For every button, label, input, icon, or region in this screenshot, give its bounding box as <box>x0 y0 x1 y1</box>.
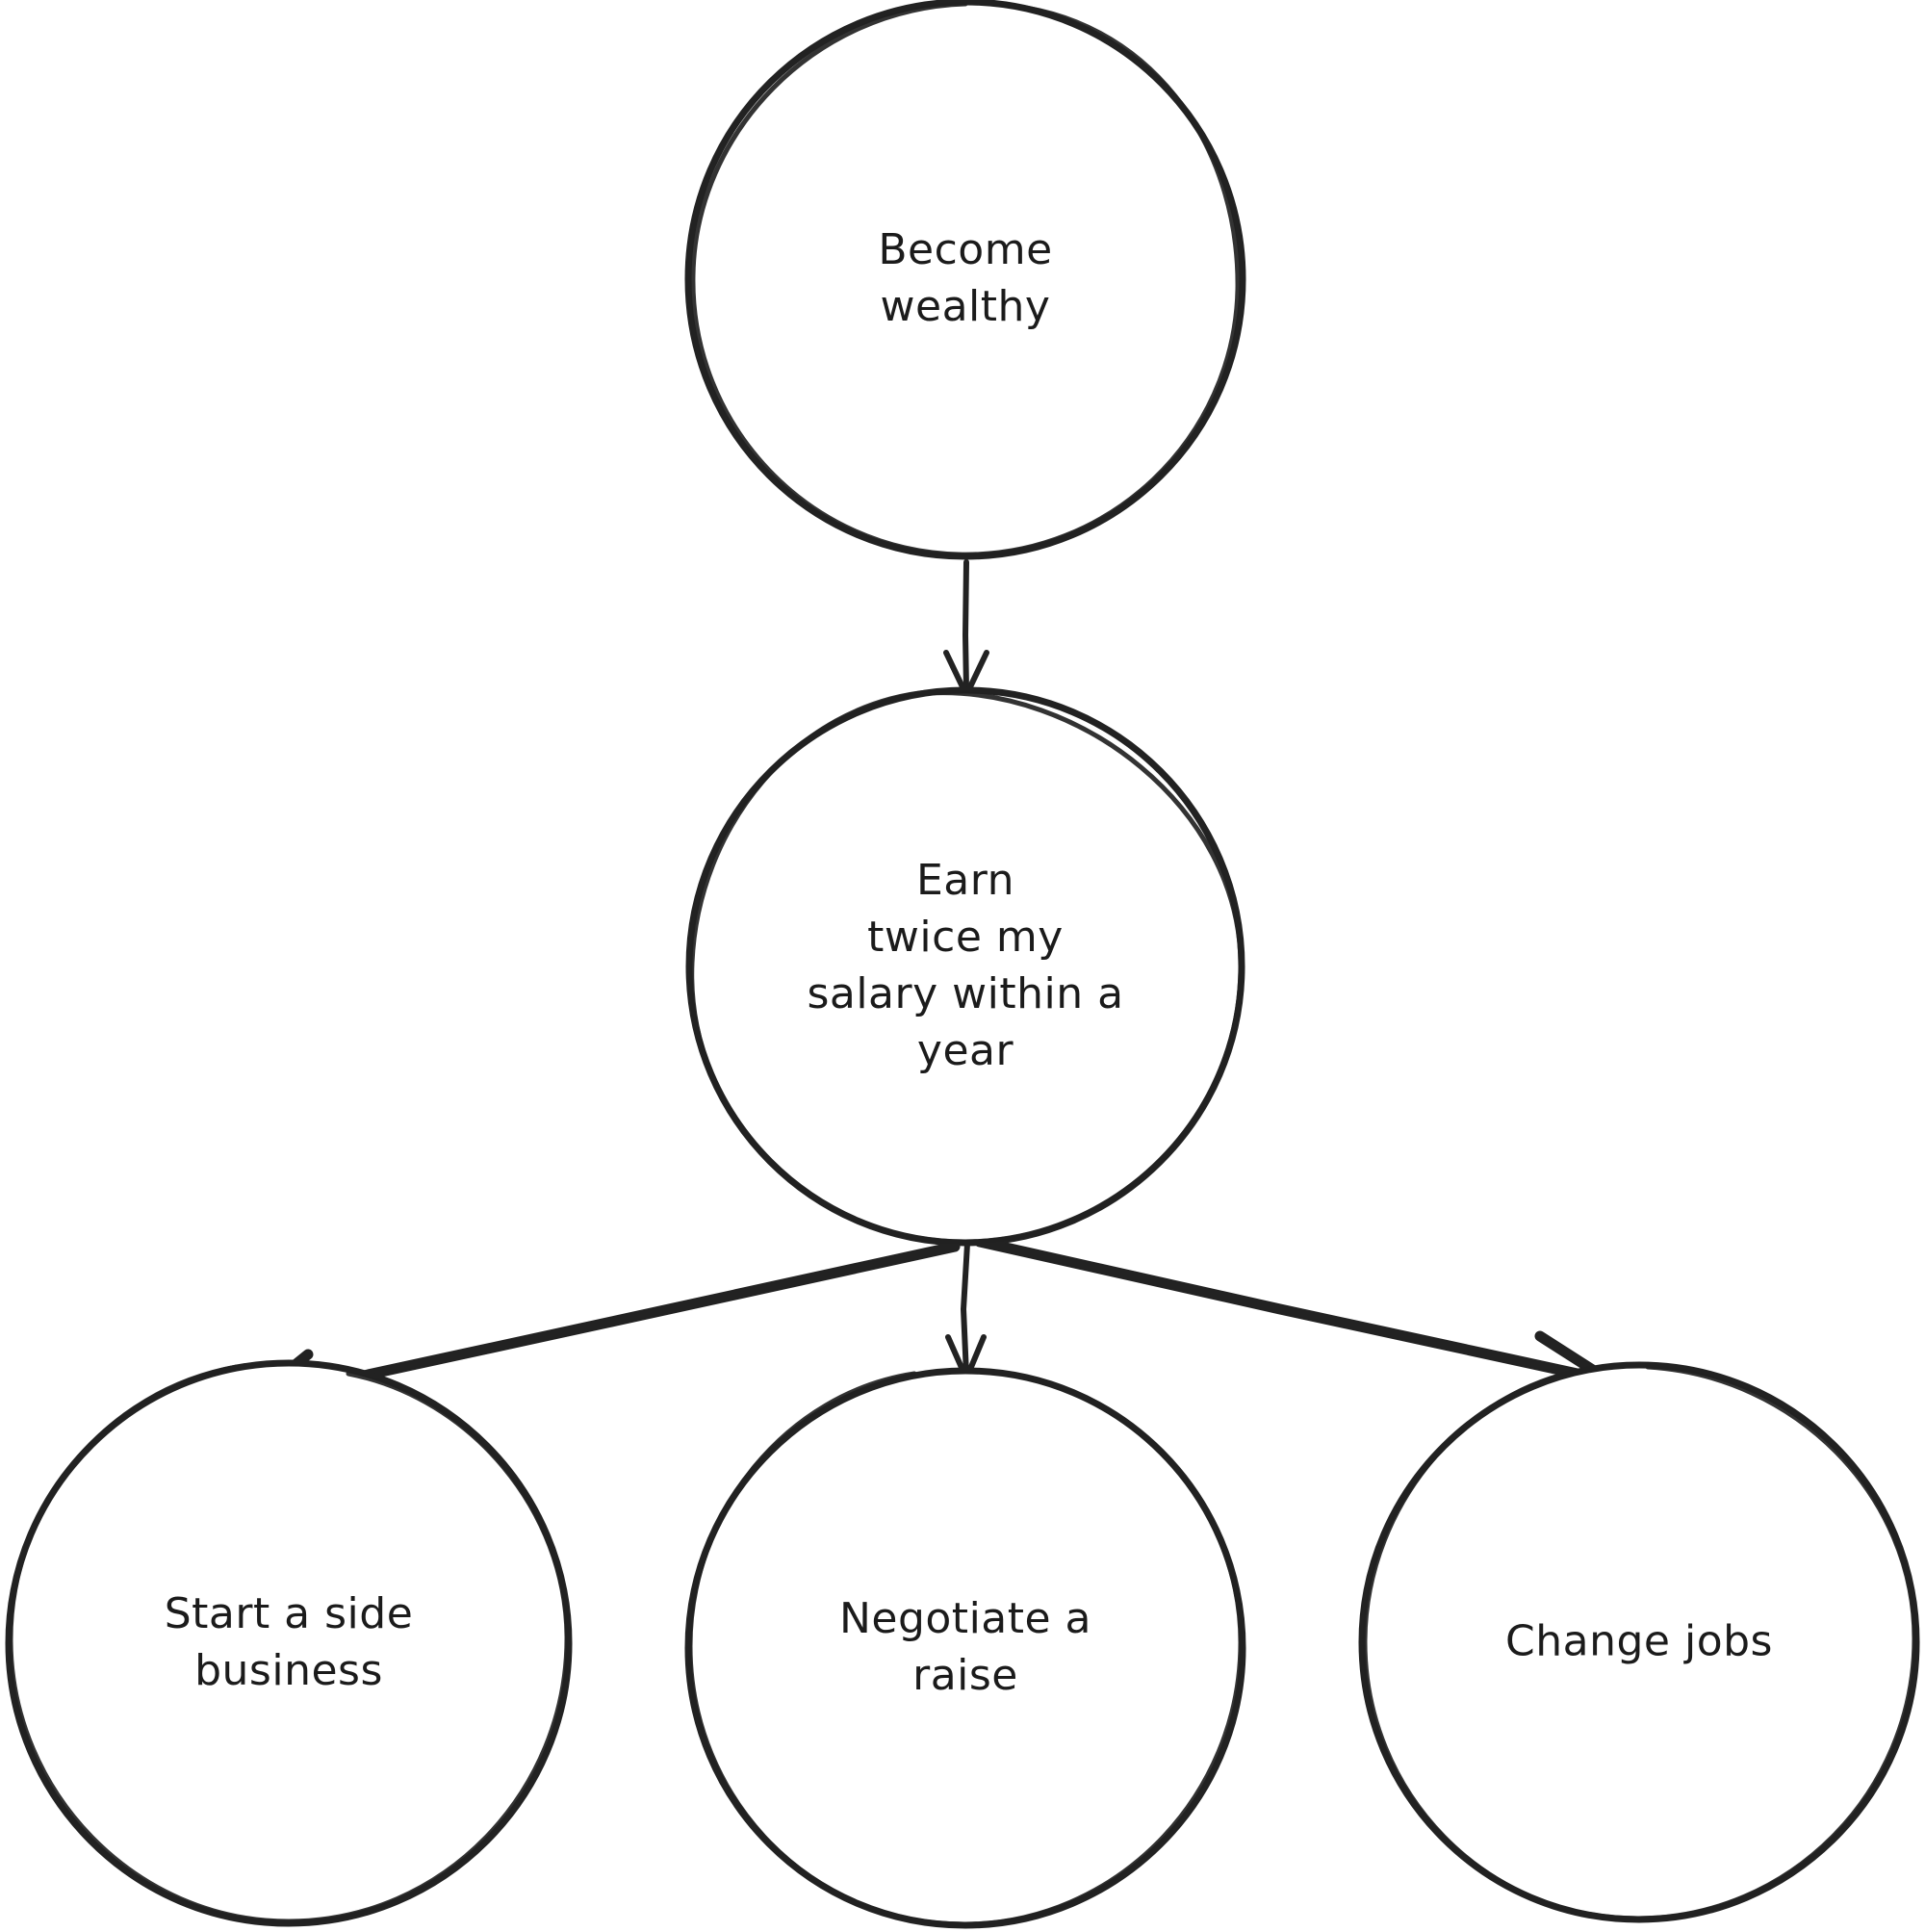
edge-goal-to-negotiate-raise <box>945 1241 987 1381</box>
node-negotiate-raise[interactable] <box>684 1367 1246 1929</box>
node-root[interactable] <box>684 0 1246 560</box>
node-change-jobs[interactable] <box>1358 1361 1920 1923</box>
node-side-business[interactable] <box>5 1359 573 1927</box>
edge-goal-to-change-jobs <box>974 1236 1618 1403</box>
node-goal[interactable] <box>685 686 1245 1247</box>
edge-root-to-goal <box>943 559 989 698</box>
